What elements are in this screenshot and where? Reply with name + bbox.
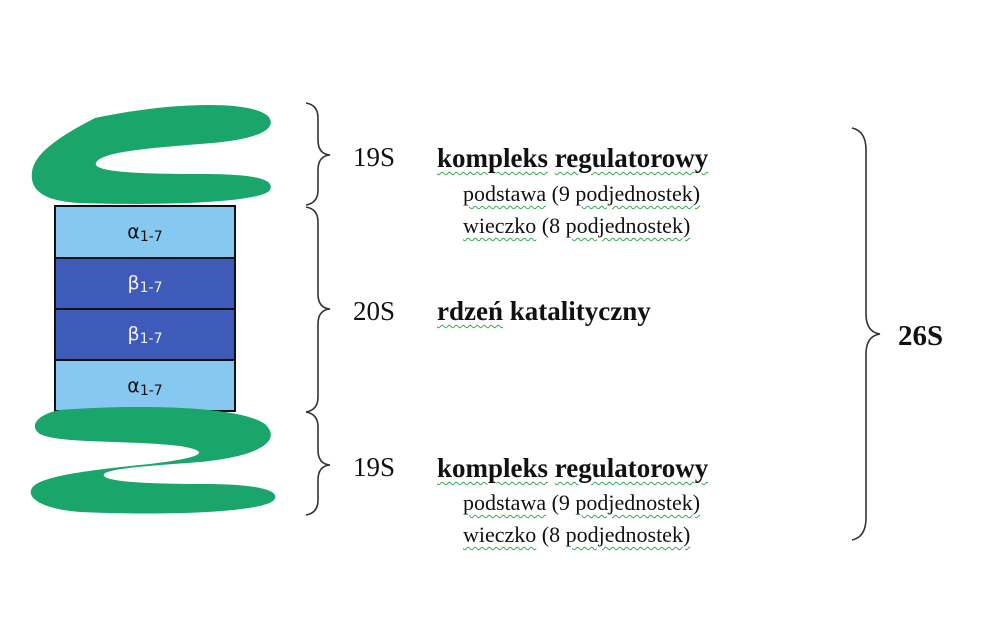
middle-svalue: 20S [353,296,396,326]
subscript: 1-7 [139,331,163,347]
subscript: 1-7 [139,229,163,245]
ring-label-beta-upper: β1-7 [55,272,235,296]
subscript: 1-7 [139,280,163,296]
brace-bottom-19s [305,411,331,516]
greek: β [127,323,140,345]
top-lid-word2: podjednostek) [565,213,691,238]
bottom-lid-word: wieczko [463,522,537,547]
alpha-ring-bottom [54,359,236,412]
ring-label-alpha-top: α1-7 [55,221,235,245]
top-base-word: podstawa [463,181,547,206]
top-regulatory-cap [31,104,271,204]
ring-label-beta-lower: β1-7 [55,323,235,347]
top-base-line: podstawa (9 podjednostek) [463,181,700,207]
bottom-lid-line: wieczko (8 podjednostek) [463,522,690,548]
bottom-lid-rest: (8 [541,522,561,547]
top-title-word2: regulatorowy [554,143,709,173]
bottom-base-rest: (9 [551,490,570,515]
top-lid-rest: (8 [541,213,561,238]
total-svalue: 26S [898,320,944,352]
brace-top-19s [305,102,331,206]
middle-title: rdzeń katalityczny [437,296,651,327]
brace-middle-20s [305,206,331,413]
top-base-rest: (9 [551,181,570,206]
bottom-title-word1: kompleks [437,453,549,483]
top-title-word1: kompleks [437,143,549,173]
middle-title-word1: rdzeń [437,296,503,326]
ring-label-alpha-bottom: α1-7 [55,375,235,399]
top-base-word2: podjednostek) [575,181,701,206]
bottom-title: kompleks regulatorowy [437,453,708,484]
bottom-base-line: podstawa (9 podjednostek) [463,490,700,516]
bottom-lid-word2: podjednostek) [565,522,691,547]
middle-title-word2: katalityczny [509,296,651,326]
greek: α [127,375,140,397]
top-title: kompleks regulatorowy [437,143,708,174]
bottom-base-word: podstawa [463,490,547,515]
top-lid-line: wieczko (8 podjednostek) [463,213,690,239]
greek: α [127,221,140,243]
brace-26s [851,127,881,541]
top-lid-word: wieczko [463,213,537,238]
greek: β [127,272,140,294]
beta-ring-lower [54,308,236,361]
top-svalue: 19S [353,142,396,172]
bottom-base-word2: podjednostek) [575,490,701,515]
bottom-svalue: 19S [353,452,396,482]
subscript: 1-7 [139,383,163,399]
bottom-title-word2: regulatorowy [554,453,709,483]
bottom-regulatory-cap [30,406,276,514]
